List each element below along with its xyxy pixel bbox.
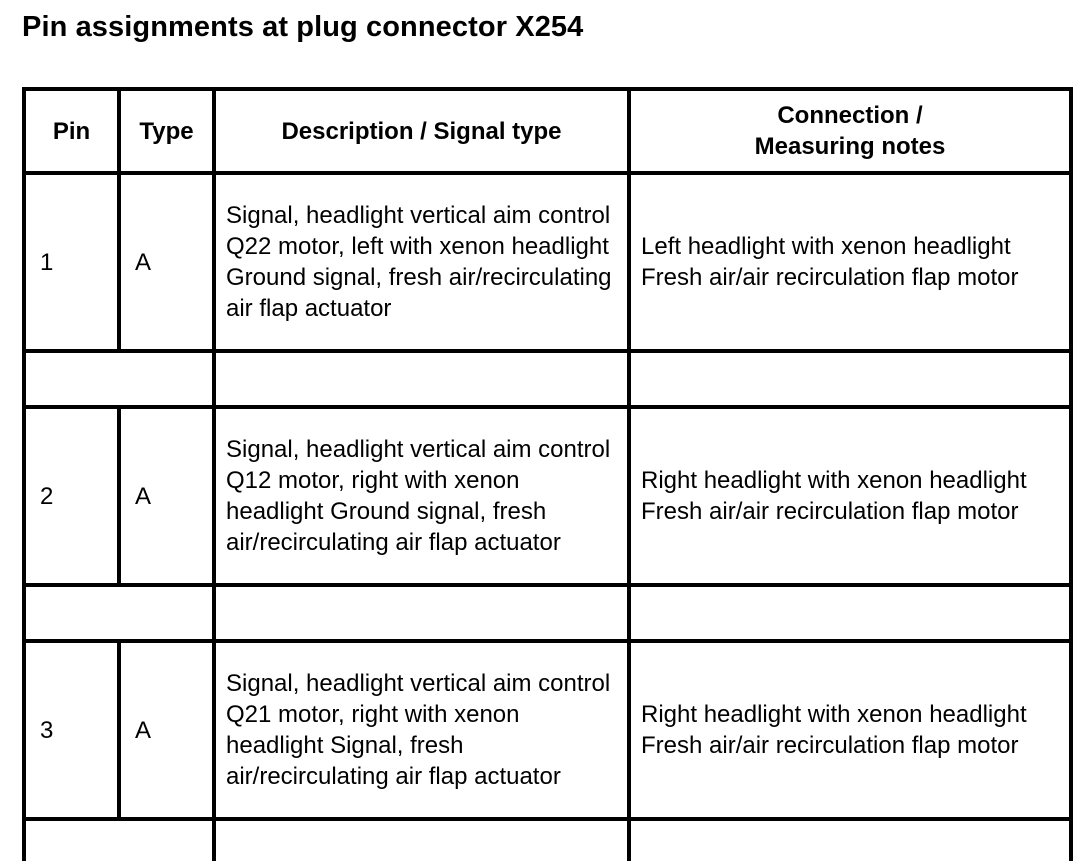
header-description: Description / Signal type: [212, 87, 631, 175]
header-pin: Pin: [22, 87, 121, 175]
spacer-cell: [22, 583, 216, 643]
description-cell: Signal, headlight vertical aim control Q…: [212, 405, 631, 587]
header-notes-line1: Connection /: [777, 102, 923, 129]
partial-cell: [22, 817, 216, 861]
spacer-cell: [627, 583, 1073, 643]
partial-cell: [212, 817, 631, 861]
notes-cell: Left headlight with xenon headlight Fres…: [627, 171, 1073, 353]
pin-cell: 2: [22, 405, 121, 587]
header-notes: Connection / Measuring notes: [627, 87, 1073, 175]
spacer-row: [22, 349, 1073, 409]
spacer-cell: [212, 349, 631, 409]
spacer-row: [22, 583, 1073, 643]
partial-cell: [627, 817, 1073, 861]
page-title: Pin assignments at plug connector X254: [22, 11, 584, 43]
description-cell: Signal, headlight vertical aim control Q…: [212, 171, 631, 353]
pin-cell: 3: [22, 639, 121, 821]
spacer-cell: [627, 349, 1073, 409]
table-row: 3 A Signal, headlight vertical aim contr…: [22, 639, 1073, 821]
notes-cell: Right headlight with xenon headlight Fre…: [627, 405, 1073, 587]
table-header-row: Pin Type Description / Signal type Conne…: [22, 87, 1073, 175]
partial-row: [22, 817, 1073, 861]
type-cell: A: [117, 405, 216, 587]
header-type: Type: [117, 87, 216, 175]
header-notes-line2: Measuring notes: [754, 133, 946, 160]
pin-cell: 1: [22, 171, 121, 353]
type-cell: A: [117, 171, 216, 353]
notes-cell: Right headlight with xenon headlight Fre…: [627, 639, 1073, 821]
spacer-cell: [212, 583, 631, 643]
pin-assignment-table: Pin Type Description / Signal type Conne…: [22, 87, 1073, 861]
type-cell: A: [117, 639, 216, 821]
table-row: 1 A Signal, headlight vertical aim contr…: [22, 171, 1073, 353]
table-row: 2 A Signal, headlight vertical aim contr…: [22, 405, 1073, 587]
description-cell: Signal, headlight vertical aim control Q…: [212, 639, 631, 821]
spacer-cell: [22, 349, 216, 409]
